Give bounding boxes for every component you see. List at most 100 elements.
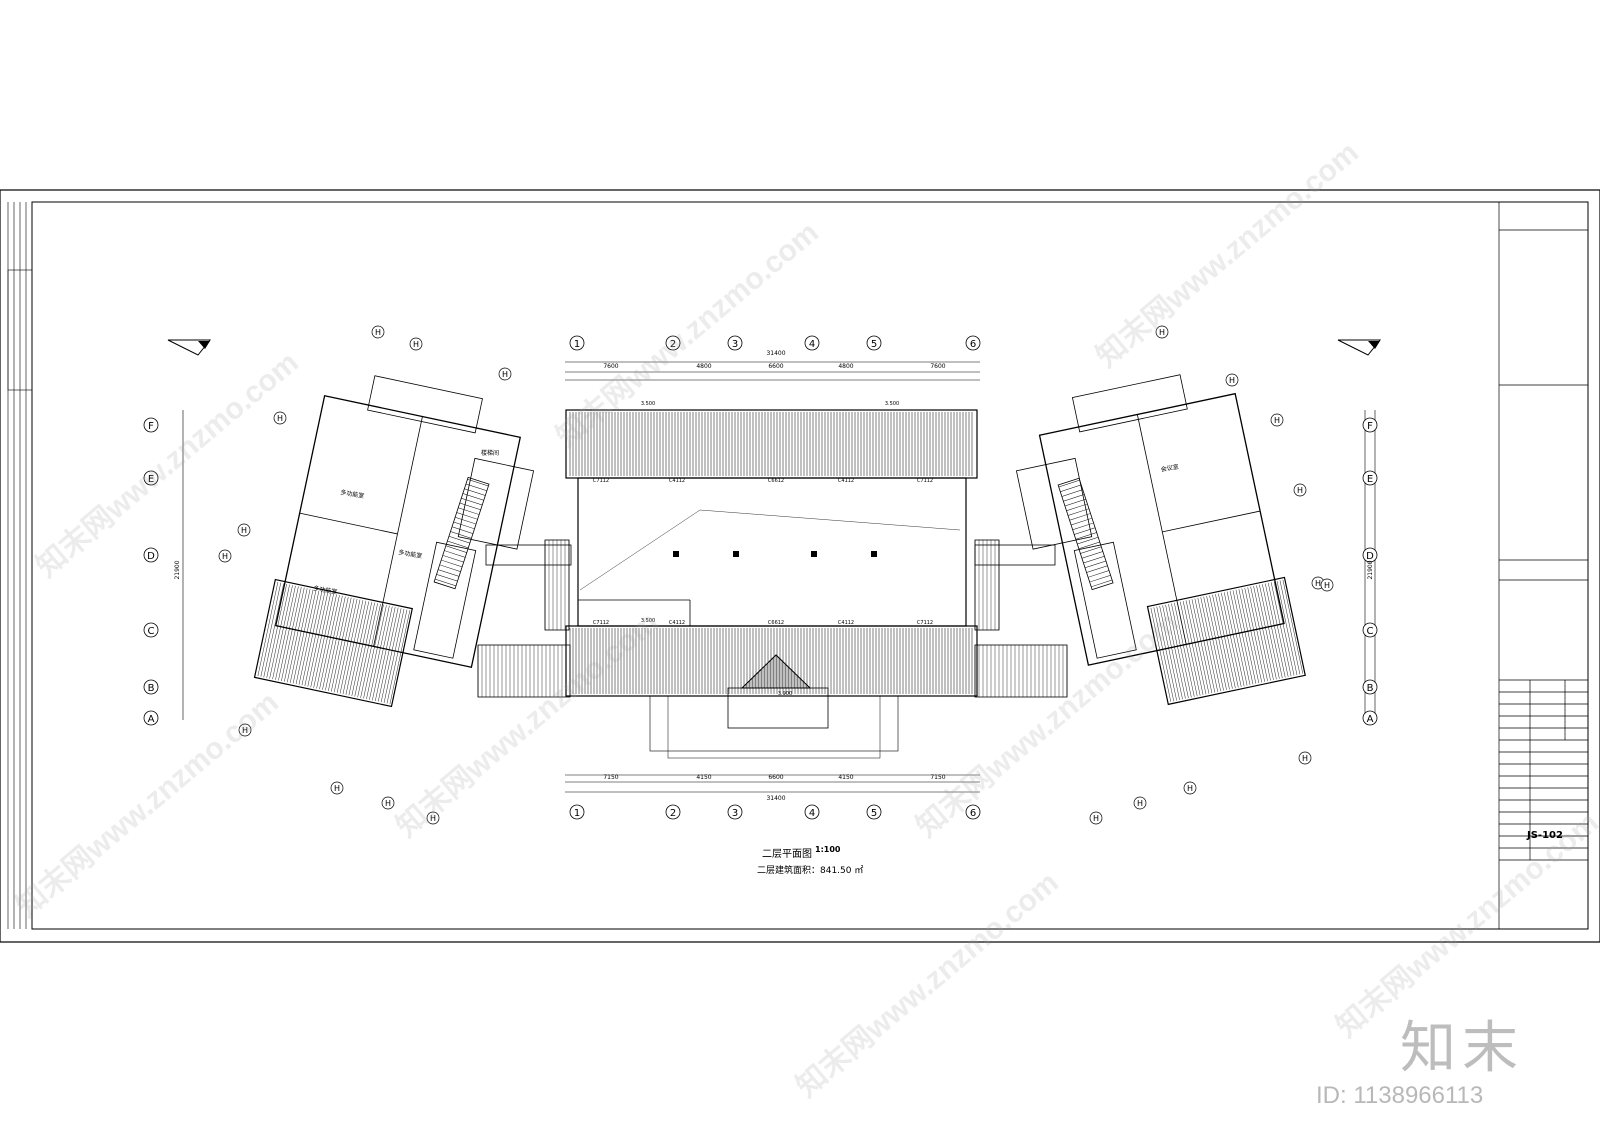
- grid-axis-label: D: [1366, 551, 1374, 562]
- grid-bubble: [426, 811, 440, 825]
- dimension-label: 6600: [768, 774, 783, 781]
- dimension-label: 6600: [768, 363, 783, 370]
- grid-axis-label: H: [1302, 754, 1308, 763]
- grid-axis-label: H: [334, 784, 340, 793]
- dimension-label: 4150: [696, 774, 711, 781]
- grid-bubble: [371, 325, 385, 339]
- window-tag: C4112: [838, 478, 854, 484]
- grid-bubble: [143, 622, 159, 638]
- grid-bubble: [1270, 413, 1284, 427]
- sheet-outer-border: [0, 189, 1600, 943]
- overall-dimension: 31400: [766, 350, 785, 357]
- hall-columns: [673, 551, 877, 557]
- grid-bubble: [143, 710, 159, 726]
- grid-axis-label: H: [430, 814, 436, 823]
- right-stair: [1057, 477, 1114, 591]
- grid-axis-label: 5: [871, 808, 877, 819]
- grid-bubble: [965, 335, 981, 351]
- grid-bubble: [1089, 811, 1103, 825]
- window-tag: C6612: [768, 478, 784, 484]
- grid-axis-label: H: [277, 414, 283, 423]
- grid-axis-label: 2: [670, 808, 676, 819]
- elevation-mark: 3.900: [778, 691, 792, 697]
- left-stair: [433, 476, 490, 590]
- drawing-scale: 1:100: [815, 845, 841, 854]
- grid-axis-label: 1: [574, 808, 580, 819]
- grid-axis-label: H: [1159, 328, 1165, 337]
- grid-axis-label: D: [147, 551, 155, 562]
- title-block: [1498, 202, 1588, 929]
- window-tag: C4112: [669, 620, 685, 626]
- overall-dimension: 21900: [1367, 560, 1374, 579]
- room-label: 楼梯间: [481, 449, 499, 457]
- grid-axis-label: H: [385, 799, 391, 808]
- grid-axis-label: H: [1315, 579, 1321, 588]
- grid-bubble: [237, 523, 251, 537]
- dimension-label: 7150: [930, 774, 945, 781]
- grid-axis-label: H: [502, 370, 508, 379]
- grid-bubble: [1320, 578, 1334, 592]
- grid-axis-label: H: [1137, 799, 1143, 808]
- grid-bubble: [804, 335, 820, 351]
- grid-bubble: [1362, 710, 1378, 726]
- dimension-label: 7600: [930, 363, 945, 370]
- grid-axis-label: F: [1367, 421, 1373, 432]
- dimension-label: 4800: [696, 363, 711, 370]
- grid-bubble: [330, 781, 344, 795]
- grid-bubble: [1133, 796, 1147, 810]
- grid-bubble: [1183, 781, 1197, 795]
- drawing-title: 二层平面图: [762, 849, 812, 860]
- binding-strip: [7, 202, 33, 929]
- grid-bubble: [143, 547, 159, 563]
- grid-bubble: [665, 804, 681, 820]
- window-tag: C4112: [669, 478, 685, 484]
- dimension-lines: [182, 361, 1376, 793]
- brand-logo: 知末: [1400, 1016, 1524, 1081]
- grid-bubble: [1225, 373, 1239, 387]
- grid-bubble: [143, 417, 159, 433]
- grid-bubble: [143, 679, 159, 695]
- grid-axis-label: H: [1187, 784, 1193, 793]
- grid-axis-label: H: [242, 726, 248, 735]
- grid-bubble: [866, 335, 882, 351]
- grid-axis-label: A: [1367, 714, 1374, 725]
- grid-axis-label: 1: [574, 339, 580, 350]
- overall-dimension: 31400: [766, 795, 785, 802]
- grid-bubble: [498, 367, 512, 381]
- grid-axis-label: 6: [970, 339, 976, 350]
- grid-bubble: [409, 337, 423, 351]
- grid-bubble: [273, 411, 287, 425]
- image-id: ID: 1138966113: [1316, 1082, 1484, 1109]
- grid-axis-label: C: [148, 626, 155, 637]
- floor-area-note: 二层建筑面积：841.50 ㎡: [757, 866, 864, 876]
- left-wing: [253, 375, 535, 708]
- window-tag: C7112: [593, 478, 609, 484]
- window-tag: C7112: [917, 620, 933, 626]
- grid-bubble: [727, 335, 743, 351]
- grid-bubble: [143, 470, 159, 486]
- sheet-inner-border: [31, 201, 1589, 930]
- elevation-mark: 3.500: [641, 401, 655, 407]
- window-tag: C7112: [917, 478, 933, 484]
- grid-axis-label: C: [1367, 626, 1374, 637]
- dimension-label: 7150: [603, 774, 618, 781]
- grid-axis-label: H: [413, 340, 419, 349]
- grid-bubble: [569, 804, 585, 820]
- grid-bubble: [1298, 751, 1312, 765]
- grid-axis-label: H: [375, 328, 381, 337]
- right-wing: [1015, 374, 1306, 706]
- grid-axis-label: 3: [732, 808, 738, 819]
- window-tag: C7112: [593, 620, 609, 626]
- grid-axis-label: E: [148, 474, 154, 485]
- grid-bubble: [1362, 622, 1378, 638]
- room-label: 多功能室: [340, 488, 365, 500]
- grid-bubble: [727, 804, 743, 820]
- grid-bubble: [1362, 417, 1378, 433]
- grid-axis-label: F: [148, 421, 154, 432]
- grid-axis-label: H: [1093, 814, 1099, 823]
- room-label: 会议室: [1160, 463, 1179, 474]
- grid-axis-label: H: [241, 526, 247, 535]
- room-label: 多功能室: [398, 548, 423, 560]
- window-tag: C6612: [768, 620, 784, 626]
- grid-bubble: [381, 796, 395, 810]
